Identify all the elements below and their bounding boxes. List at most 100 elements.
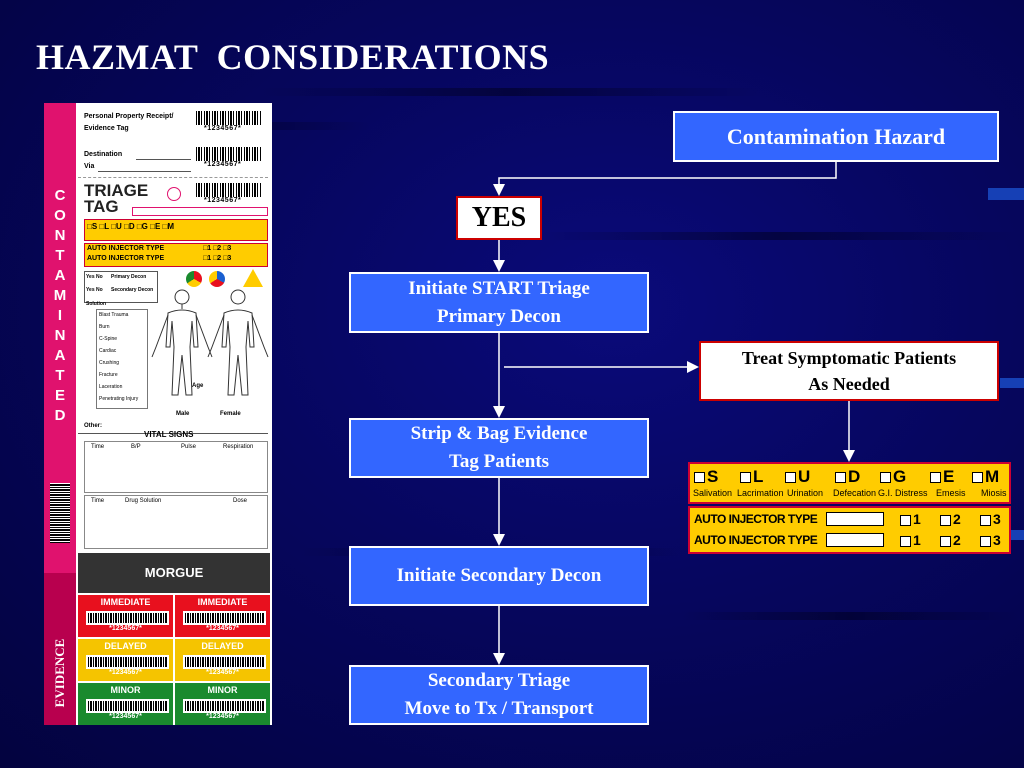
- treat-line1: Treat Symptomatic Patients: [741, 348, 957, 368]
- immediate-left: IMMEDIATE*1234567*: [78, 595, 173, 637]
- vital-signs-table: Time B/P Pulse Respiration: [84, 441, 268, 493]
- contaminated-letter: T: [55, 367, 65, 384]
- secondary-decon-box: Initiate Secondary Decon: [349, 546, 649, 606]
- option-3: 3: [980, 511, 1001, 527]
- vertical-barcode: [50, 483, 70, 543]
- secondary-triage-line2: Move to Tx / Transport: [404, 698, 594, 719]
- contamination-hazard-label: Contamination Hazard: [726, 123, 946, 149]
- receipt-line2: Evidence Tag: [84, 125, 129, 132]
- yes-box: YES: [456, 196, 542, 240]
- barcode-number: *1234567*: [204, 125, 242, 132]
- auto-injector-label: AUTO INJECTOR TYPE: [694, 533, 818, 547]
- minor-left: MINOR*1234567*: [78, 683, 173, 725]
- symptom-g: G: [880, 467, 906, 487]
- barcode-icon: [183, 655, 266, 669]
- strip-bag-box: Strip & Bag Evidence Tag Patients: [349, 418, 649, 478]
- option-2: 2: [940, 511, 961, 527]
- barcode-icon: [86, 611, 169, 625]
- injury-item: Burn: [99, 324, 110, 330]
- minor-right: MINOR*1234567*: [175, 683, 270, 725]
- secondary-decon-label: Initiate Secondary Decon: [396, 565, 602, 586]
- delayed-left: DELAYED*1234567*: [78, 639, 173, 681]
- male-label: Male: [176, 411, 190, 417]
- strip-bag-line2: Tag Patients: [448, 451, 550, 472]
- auto-injector-row-1: AUTO INJECTOR TYPE 1 2 3: [694, 510, 1009, 530]
- barcode-icon: [183, 611, 266, 625]
- contaminated-letter: N: [54, 227, 66, 244]
- evidence-label-box: EVIDENCE: [46, 623, 74, 723]
- checkbox-icon: [980, 535, 991, 547]
- contaminated-letter: T: [55, 247, 65, 264]
- injury-item: Blast Trauma: [99, 312, 129, 318]
- barcode-number: *1234567*: [204, 161, 242, 168]
- symptom-label-e: Emesis: [936, 488, 966, 498]
- treat-symptomatic-box: Treat Symptomatic Patients As Needed: [699, 341, 999, 401]
- checkbox-icon: [900, 535, 911, 547]
- start-triage-line1: Initiate START Triage: [408, 277, 590, 299]
- start-triage-line2: Primary Decon: [437, 305, 561, 327]
- tag-symptom-row: □S □L □U □D □G □E □M: [84, 219, 268, 241]
- contaminated-letter: E: [54, 387, 65, 404]
- option-2: 2: [940, 532, 961, 548]
- checkbox-icon: [900, 514, 911, 526]
- barcode-icon: [196, 147, 262, 161]
- barcode-number: *1234567*: [204, 197, 242, 204]
- destination-line: [136, 159, 191, 160]
- hazard-icon: [186, 271, 202, 287]
- morgue-section: MORGUE: [78, 553, 270, 593]
- symptom-label-d: Defecation: [833, 488, 877, 498]
- body-diagram-icon: [151, 289, 269, 396]
- hazard-icon: [209, 271, 225, 287]
- other-label: Other:: [84, 423, 102, 429]
- strip-bag-line1: Strip & Bag Evidence: [410, 423, 588, 444]
- divider: [78, 433, 268, 434]
- barcode-icon: [183, 699, 266, 713]
- symptom-label-g: G.I. Distress: [878, 488, 928, 498]
- checkbox-icon: [785, 472, 796, 484]
- checkbox-icon: [835, 472, 846, 484]
- checkbox-icon: [940, 535, 951, 547]
- evidence-strip: [44, 573, 76, 725]
- checkbox-icon: [880, 472, 891, 484]
- decon-box: Yes No Primary Decon Yes No Secondary De…: [84, 271, 158, 303]
- symptom-label-l: Lacrimation: [737, 488, 784, 498]
- symptom-label-m: Miosis: [981, 488, 1007, 498]
- contaminated-letter: D: [54, 407, 66, 424]
- contaminated-letter: O: [54, 207, 66, 224]
- symptom-label-u: Urination: [787, 488, 824, 498]
- circle-icon: [167, 187, 181, 201]
- name-field: [132, 207, 268, 216]
- checkbox-icon: [972, 472, 983, 484]
- evidence-label: EVIDENCE: [52, 638, 67, 708]
- symptom-row: S L U D G E M Salivation Lacrimation Uri…: [688, 462, 1011, 504]
- delayed-right: DELAYED*1234567*: [175, 639, 270, 681]
- injury-item: Crushing: [99, 360, 120, 366]
- auto-injector-label: AUTO INJECTOR TYPE: [694, 512, 818, 526]
- symptom-l: L: [740, 467, 763, 487]
- symptom-m: M: [972, 467, 999, 487]
- barcode-icon: [86, 655, 169, 669]
- checkbox-icon: [930, 472, 941, 484]
- tag-injector-rows: AUTO INJECTOR TYPE □1 □2 □3 AUTO INJECTO…: [84, 243, 268, 267]
- via-label: Via: [84, 163, 95, 170]
- destination-label: Destination: [84, 151, 123, 158]
- barcode-icon: [196, 183, 262, 197]
- treat-line2: As Needed: [808, 374, 890, 394]
- barcode-icon: [86, 699, 169, 713]
- option-1: 1: [900, 532, 921, 548]
- tag-title: TAG: [84, 197, 119, 216]
- symptom-label-s: Salivation: [693, 488, 733, 498]
- age-label: Age: [192, 383, 204, 389]
- auto-injector-row-2: AUTO INJECTOR TYPE 1 2 3: [694, 531, 1009, 551]
- auto-injector-field: [826, 512, 884, 526]
- vital-signs-title: VITAL SIGNS: [144, 430, 194, 439]
- receipt-line1: Personal Property Receipt/: [84, 113, 174, 120]
- slide-title: HAZMAT CONSIDERATIONS: [36, 37, 550, 77]
- option-3: 3: [980, 532, 1001, 548]
- contaminated-letter: N: [54, 327, 66, 344]
- immediate-right: IMMEDIATE*1234567*: [175, 595, 270, 637]
- checkbox-icon: [980, 514, 991, 526]
